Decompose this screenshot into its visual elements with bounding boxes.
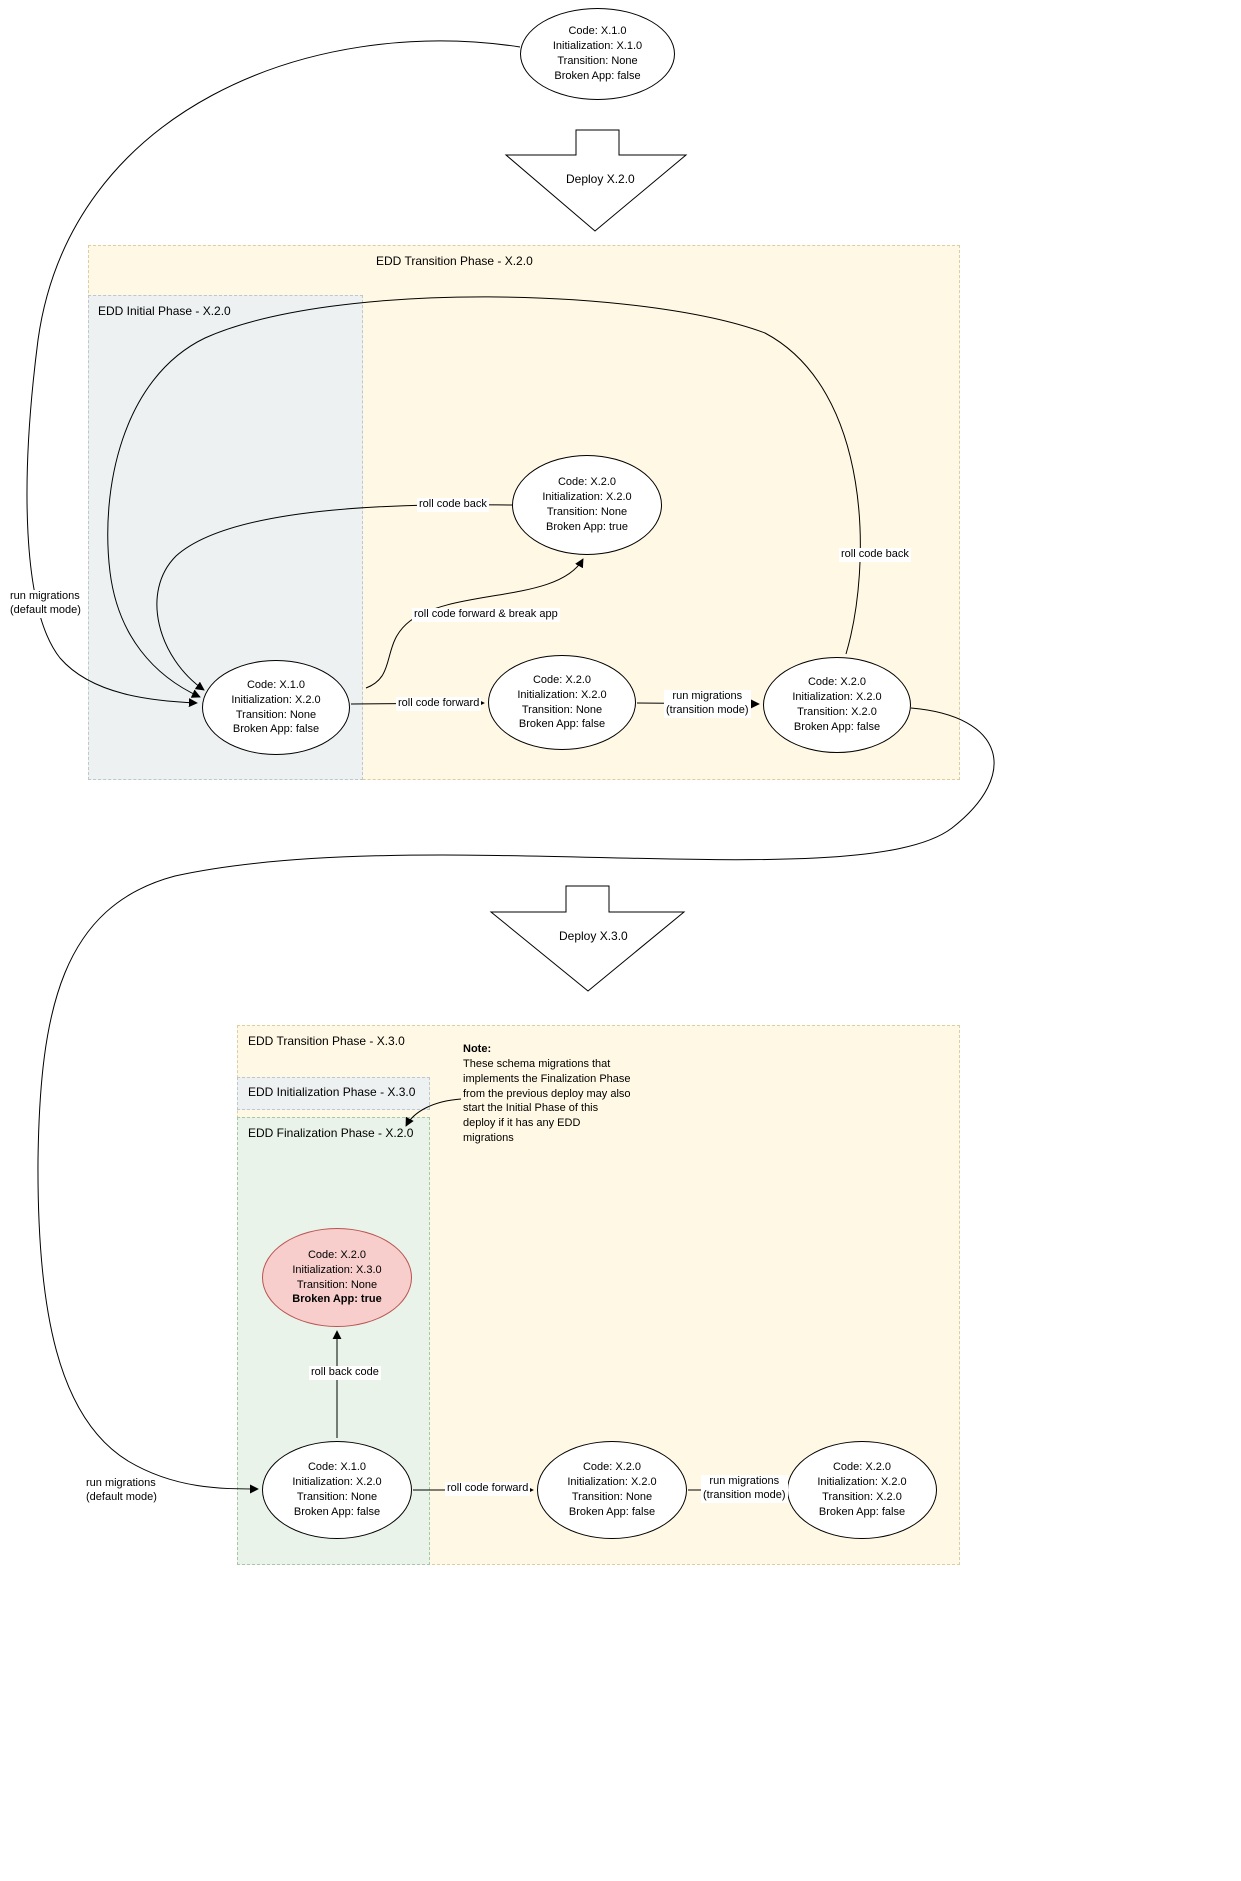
edge-note-pointer [405,1098,462,1127]
edge-label-run-migrations-default-1: run migrations (default mode) [8,590,83,618]
node-line: Code: X.2.0 [582,1461,642,1474]
node-line: Transition: None [546,506,628,518]
state-node-trans-x2: Code: X.2.0 Initialization: X.2.0 Transi… [763,657,911,753]
edge-label-roll-code-forward-1: roll code forward [396,697,482,711]
state-node-broken-x3: Code: X.2.0 Initialization: X.3.0 Transi… [262,1228,412,1327]
node-line: Code: X.2.0 [532,673,592,686]
node-line: Code: X.1.0 [307,1461,367,1474]
phase-box-initialization-x3: EDD Initialization Phase - X.3.0 [237,1077,430,1110]
node-line: Code: X.2.0 [832,1461,892,1474]
edge-label-line: run migrations [672,690,743,702]
node-line: Transition: None [571,1491,653,1503]
node-line: Code: X.2.0 [307,1248,367,1261]
state-node-broken-x2: Code: X.2.0 Initialization: X.2.0 Transi… [512,455,662,555]
node-line: Initialization: X.1.0 [552,40,643,53]
state-node-start: Code: X.1.0 Initialization: X.1.0 Transi… [520,8,675,100]
node-line: Code: X.2.0 [557,476,617,489]
note-title: Note: [463,1043,492,1055]
node-line: Broken App: true [546,520,628,533]
edge-label-line: (transition mode) [666,703,749,716]
node-line: Initialization: X.2.0 [517,688,607,701]
node-line: Transition: X.2.0 [822,1491,902,1503]
edge-roll-code-back-2 [107,296,861,698]
edge-label-run-migrations-transition-2: run migrations (transition mode) [701,1475,788,1503]
phase-label-initialization-x3: EDD Initialization Phase - X.3.0 [248,1085,416,1099]
deploy-x2-label: Deploy X.2.0 [566,172,635,186]
state-node-initial-x1: Code: X.1.0 Initialization: X.2.0 Transi… [202,660,350,755]
phase-label-finalization-x2: EDD Finalization Phase - X.2.0 [248,1126,414,1140]
state-node-mid-x2: Code: X.2.0 Initialization: X.2.0 Transi… [488,655,636,750]
node-line: Initialization: X.2.0 [567,1476,657,1489]
edge-label-run-migrations-transition-1: run migrations (transition mode) [664,690,751,718]
node-line: Initialization: X.2.0 [231,693,321,706]
node-line: Transition: X.2.0 [797,706,877,718]
state-node-b-mid-x2: Code: X.2.0 Initialization: X.2.0 Transi… [537,1441,687,1539]
node-line: Transition: None [557,55,638,67]
edge-label-line: run migrations [86,1477,156,1489]
node-line: Transition: None [521,703,603,716]
edge-label-run-migrations-default-2: run migrations (default mode) [84,1477,159,1505]
edge-label-line: run migrations [709,1475,780,1487]
node-line: Initialization: X.3.0 [292,1263,382,1276]
note-body: These schema migrations that implements … [463,1057,631,1145]
phase-label-transition-x3: EDD Transition Phase - X.3.0 [248,1034,405,1048]
edge-roll-code-back-1 [156,504,513,691]
edge-run-migrations-default-2 [37,707,995,1494]
edge-label-line: run migrations [10,590,80,602]
node-line: Broken App: false [818,1505,906,1518]
node-line: Broken App: false [293,1505,381,1518]
node-line: Transition: None [296,1491,378,1503]
edge-label-line: (transition mode) [703,1488,786,1501]
node-line: Broken App: false [232,723,320,736]
node-line: Broken App: true [292,1293,382,1306]
note-block: Note: These schema migrations that imple… [463,1042,631,1146]
edge-label-roll-code-forward-break: roll code forward & break app [412,608,560,622]
deploy-arrow-x3-shape [489,885,686,992]
node-line: Initialization: X.2.0 [542,491,632,504]
edge-label-roll-code-back-2: roll code back [839,548,911,562]
node-line: Code: X.2.0 [807,676,867,689]
edge-run-migrations-default-1 [26,40,521,708]
node-line: Transition: None [296,1278,378,1291]
edge-label-roll-code-back-1: roll code back [417,498,489,512]
deploy-arrow-x2-shape [504,129,688,232]
node-line: Code: X.1.0 [568,25,627,38]
state-node-b-initial-x1: Code: X.1.0 Initialization: X.2.0 Transi… [262,1441,412,1539]
node-line: Broken App: false [793,720,881,733]
deploy-x3-label: Deploy X.3.0 [559,929,628,943]
edge-label-line: (default mode) [86,1490,157,1503]
node-line: Broken App: false [518,718,606,731]
node-line: Initialization: X.2.0 [817,1476,907,1489]
state-node-b-trans-x2: Code: X.2.0 Initialization: X.2.0 Transi… [787,1441,937,1539]
node-line: Initialization: X.2.0 [792,691,882,704]
node-line: Initialization: X.2.0 [292,1476,382,1489]
edge-label-line: (default mode) [10,603,81,616]
node-line: Broken App: false [554,69,641,82]
phase-label-initial-x2: EDD Initial Phase - X.2.0 [98,304,231,318]
node-line: Transition: None [235,708,317,721]
node-line: Code: X.1.0 [246,678,306,691]
phase-label-transition-x2: EDD Transition Phase - X.2.0 [376,254,533,268]
node-line: Broken App: false [568,1505,656,1518]
edge-label-roll-back-code: roll back code [309,1366,381,1380]
edge-label-roll-code-forward-2: roll code forward [445,1482,531,1496]
